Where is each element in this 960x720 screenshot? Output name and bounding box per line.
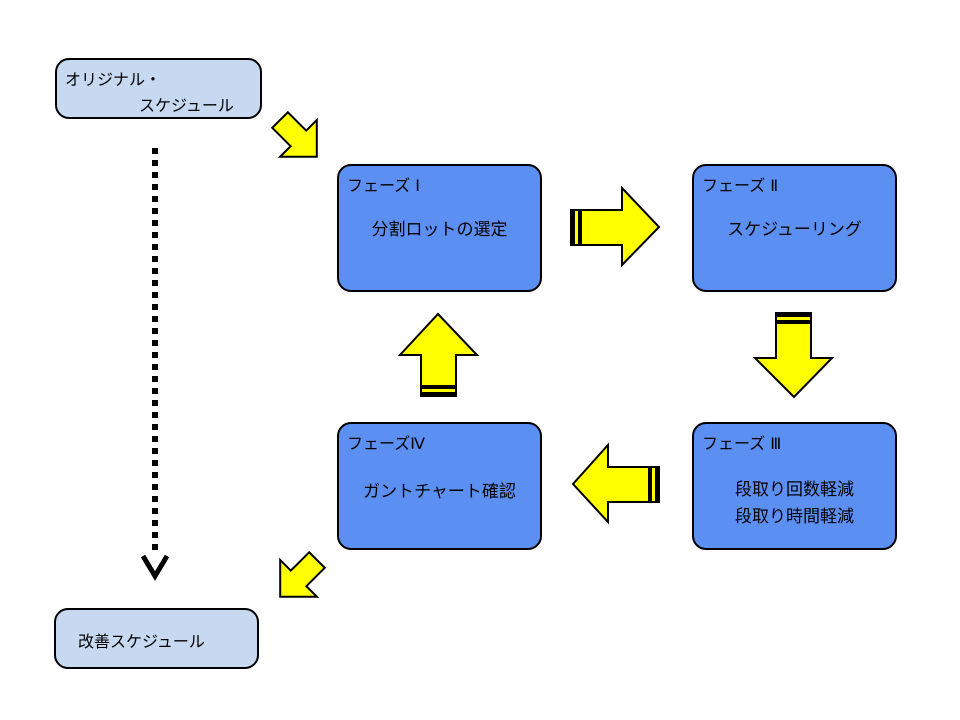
arrow-phase2-to-phase3 bbox=[752, 312, 835, 399]
phase-4-title: フェーズⅣ bbox=[347, 434, 425, 453]
phase-3-line1: 段取り回数軽減 bbox=[735, 480, 854, 500]
phase-1-text: 分割ロットの選定 bbox=[371, 220, 508, 240]
phase-3-title: フェーズ Ⅲ bbox=[702, 434, 782, 453]
phase-2-text: スケジューリング bbox=[727, 220, 862, 240]
phase-2-title: フェーズ Ⅱ bbox=[702, 176, 779, 195]
phase-3-line2: 段取り時間軽減 bbox=[735, 507, 854, 527]
phase-1-title: フェーズ Ⅰ bbox=[347, 176, 421, 195]
original-schedule-box: オリジナル・ スケジュール bbox=[55, 58, 262, 119]
improved-schedule-box: 改善スケジュール bbox=[54, 608, 259, 669]
dotted-connector-arrowhead bbox=[140, 554, 170, 581]
arrow-phase4-to-phase1 bbox=[397, 312, 480, 397]
phase-2-box: フェーズ Ⅱ スケジューリング bbox=[692, 164, 897, 292]
arrow-phase3-to-phase4 bbox=[571, 442, 660, 525]
phase-3-box: フェーズ Ⅲ 段取り回数軽減 段取り時間軽減 bbox=[692, 422, 897, 550]
phase-1-box: フェーズ Ⅰ 分割ロットの選定 bbox=[337, 164, 542, 292]
arrow-phase4-to-improved bbox=[279, 550, 327, 598]
original-schedule-line1: オリジナル・ bbox=[65, 70, 162, 89]
arrow-phase1-to-phase2 bbox=[570, 185, 661, 268]
phase-4-text: ガントチャート確認 bbox=[363, 482, 516, 502]
improved-schedule-label: 改善スケジュール bbox=[78, 632, 205, 651]
original-schedule-line2: スケジュール bbox=[139, 96, 234, 115]
phase-4-box: フェーズⅣ ガントチャート確認 bbox=[337, 422, 542, 550]
arrow-original-to-phase1 bbox=[270, 110, 318, 158]
